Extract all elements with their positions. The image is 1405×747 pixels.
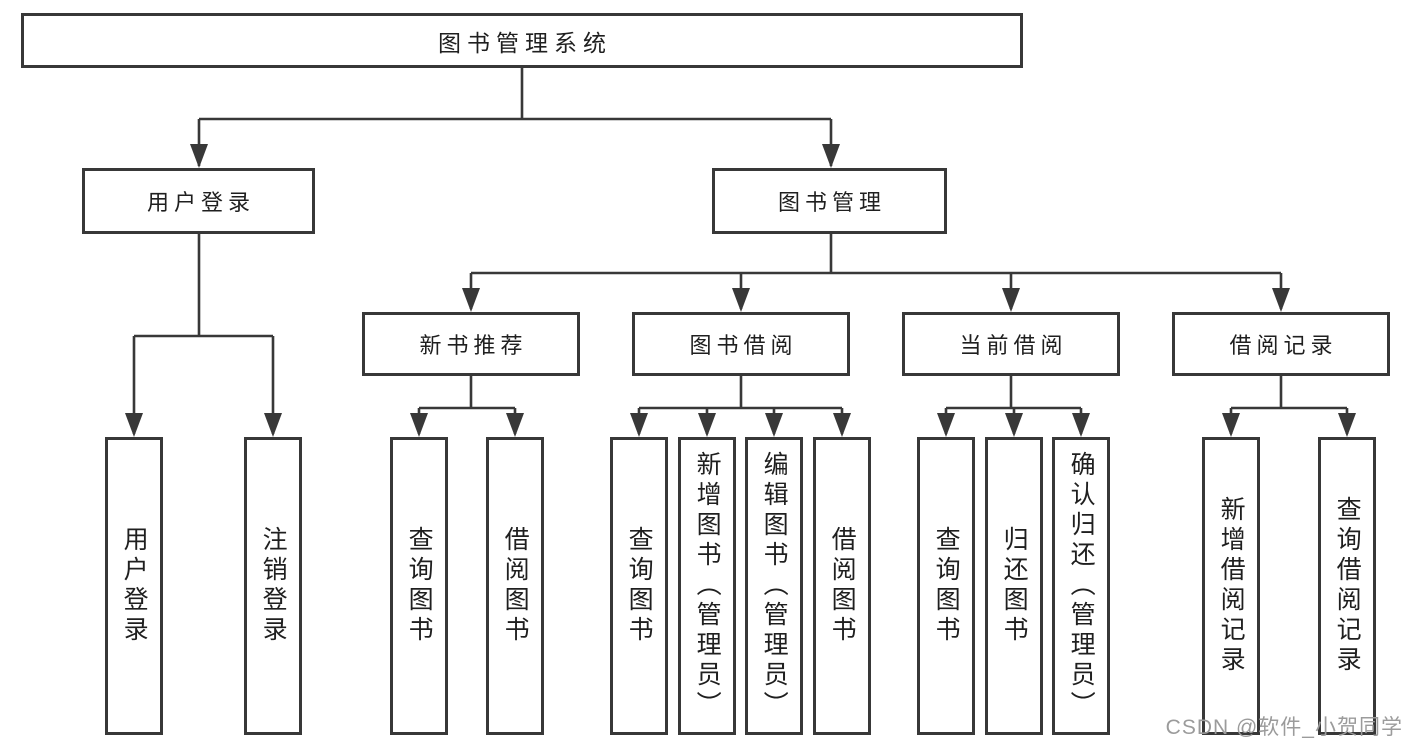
leaf-edit-books-admin: 编辑图书（管理员） <box>745 437 803 735</box>
leaf-query-borrow-record: 查询借阅记录 <box>1318 437 1376 735</box>
connector-borrow-records-split <box>1229 376 1349 434</box>
connector-root-split <box>197 68 833 166</box>
leaf-borrow-books-recommend: 借阅图书 <box>486 437 544 735</box>
csdn-watermark: CSDN @软件_小贺同学 <box>1165 716 1403 739</box>
arrow-down-icon <box>833 413 851 437</box>
arrow-down-icon <box>765 413 783 437</box>
leaf-query-books-borrow: 查询图书 <box>610 437 668 735</box>
arrow-down-icon <box>190 144 208 168</box>
leaf-borrow-books: 借阅图书 <box>813 437 871 735</box>
arrow-down-icon <box>1338 413 1356 437</box>
arrow-down-icon <box>1222 413 1240 437</box>
connector-new-book-split <box>417 376 517 434</box>
arrow-down-icon <box>937 413 955 437</box>
leaf-confirm-return-admin: 确认归还（管理员） <box>1052 437 1110 735</box>
leaf-add-borrow-record: 新增借阅记录 <box>1202 437 1260 735</box>
arrow-down-icon <box>125 413 143 437</box>
arrow-down-icon <box>506 413 524 437</box>
arrow-down-icon <box>630 413 648 437</box>
arrow-down-icon <box>1072 413 1090 437</box>
leaf-query-books-recommend: 查询图书 <box>390 437 448 735</box>
node-library-management-system: 图书管理系统 <box>21 13 1023 68</box>
connector-book-borrow-split <box>637 376 844 434</box>
arrow-down-icon <box>698 413 716 437</box>
arrow-down-icon <box>1002 288 1020 312</box>
leaf-return-books: 归还图书 <box>985 437 1043 735</box>
connector-user-login-split <box>132 234 275 434</box>
node-current-borrow: 当前借阅 <box>902 312 1120 376</box>
leaf-add-books-admin: 新增图书（管理员） <box>678 437 736 735</box>
leaf-logout: 注销登录 <box>244 437 302 735</box>
connector-book-management-split <box>469 234 1283 309</box>
arrow-down-icon <box>822 144 840 168</box>
node-book-borrow: 图书借阅 <box>632 312 850 376</box>
node-borrow-records: 借阅记录 <box>1172 312 1390 376</box>
node-user-login: 用户登录 <box>82 168 315 234</box>
arrow-down-icon <box>1272 288 1290 312</box>
arrow-down-icon <box>462 288 480 312</box>
node-new-book-recommend: 新书推荐 <box>362 312 580 376</box>
arrow-down-icon <box>264 413 282 437</box>
arrowheads <box>125 144 1356 437</box>
leaf-query-books-current: 查询图书 <box>917 437 975 735</box>
node-book-management: 图书管理 <box>712 168 947 234</box>
arrow-down-icon <box>732 288 750 312</box>
arrow-down-icon <box>1005 413 1023 437</box>
leaf-user-login: 用户登录 <box>105 437 163 735</box>
arrow-down-icon <box>410 413 428 437</box>
